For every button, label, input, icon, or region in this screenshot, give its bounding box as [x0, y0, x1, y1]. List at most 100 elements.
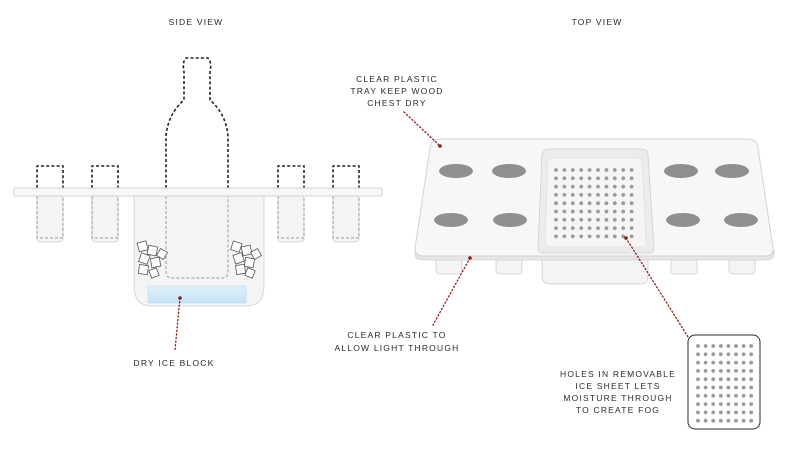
detail-hole: [696, 402, 700, 406]
ice-sheet-hole: [579, 184, 584, 189]
svg-text:CLEAR PLASTIC: CLEAR PLASTIC: [356, 74, 438, 84]
detail-hole: [718, 418, 723, 423]
ice-sheet-hole: [596, 209, 600, 214]
detail-hole: [734, 418, 738, 423]
ice-sheet-hole: [604, 176, 609, 181]
detail-hole: [718, 344, 723, 348]
detail-hole: [749, 385, 754, 390]
detail-hole: [741, 377, 746, 382]
ice-sheet-hole: [612, 176, 617, 181]
svg-text:MOISTURE THROUGH: MOISTURE THROUGH: [563, 393, 672, 403]
ice-sheet-hole: [604, 184, 609, 189]
detail-hole: [749, 402, 754, 406]
side-board: [13, 187, 383, 197]
bottle-hole-4: [493, 213, 527, 227]
side-view-title: SIDE VIEW: [169, 17, 224, 27]
light-label: CLEAR PLASTIC TO ALLOW LIGHT THROUGH: [335, 330, 460, 353]
detail-hole: [696, 360, 700, 365]
ice-sheet-hole: [554, 217, 558, 222]
ice-sheet-hole: [587, 176, 592, 181]
ice-sheet-hole: [604, 226, 609, 231]
detail-hole: [696, 344, 700, 348]
detail-hole: [741, 402, 746, 406]
side-cup-2: [91, 195, 119, 243]
detail-hole: [696, 393, 700, 398]
ice-sheet-hole: [587, 234, 592, 239]
detail-hole: [703, 385, 708, 390]
ice-sheet-hole: [554, 209, 558, 214]
bottle-hole-5: [664, 164, 698, 178]
svg-text:ALLOW LIGHT THROUGH: ALLOW LIGHT THROUGH: [335, 343, 460, 353]
ice-sheet-hole: [621, 176, 626, 181]
ice-sheet-hole: [562, 184, 567, 189]
detail-hole: [741, 385, 746, 390]
ice-sheet-hole: [596, 201, 600, 206]
detail-hole: [711, 418, 716, 423]
detail-hole: [696, 410, 700, 415]
ice-sheet-hole: [570, 234, 575, 239]
holes-leader: [625, 237, 691, 341]
ice-sheet-hole: [570, 168, 575, 172]
ice-sheet-hole: [596, 168, 600, 172]
ice-sheet-hole: [554, 234, 558, 239]
ice-sheet-hole: [604, 168, 609, 172]
ice-sheet-hole: [596, 193, 600, 197]
detail-hole: [696, 369, 700, 373]
detail-hole: [703, 418, 708, 423]
detail-hole: [726, 369, 731, 373]
detail-hole: [718, 360, 723, 365]
tray-basin: [541, 253, 649, 285]
ice-sheet-hole: [579, 176, 584, 181]
ice-sheet-hole: [587, 184, 592, 189]
ice-sheet-hole: [587, 193, 592, 197]
detail-hole: [696, 418, 700, 423]
ice-sheet-hole: [621, 234, 626, 239]
side-view: [13, 57, 383, 351]
ice-sheet-hole: [587, 209, 592, 214]
ice-sheet-hole: [604, 193, 609, 197]
ice-sheet-hole: [604, 209, 609, 214]
side-cup-3: [277, 195, 305, 243]
bottle-hole-8: [724, 213, 758, 227]
ice-sheet-hole: [612, 226, 617, 231]
svg-text:ICE SHEET LETS: ICE SHEET LETS: [575, 381, 660, 391]
detail-hole: [711, 402, 716, 406]
detail-hole: [741, 393, 746, 398]
ice-sheet-hole: [612, 209, 617, 214]
detail-hole: [734, 410, 738, 415]
detail-hole: [718, 393, 723, 398]
detail-hole: [749, 377, 754, 382]
detail-hole: [711, 352, 716, 357]
ice-sheet-holes: [554, 168, 634, 239]
detail-hole: [703, 377, 708, 382]
ice-sheet-hole: [604, 234, 609, 239]
ice-sheet-hole: [596, 234, 600, 239]
glass-outline-1: [36, 165, 64, 188]
holes-label: HOLES IN REMOVABLE ICE SHEET LETS MOISTU…: [560, 369, 675, 415]
ice-sheet-hole: [587, 201, 592, 206]
ice-sheet-hole: [554, 193, 558, 197]
ice-sheet-hole: [570, 201, 575, 206]
ice-sheet-hole: [612, 217, 617, 222]
ice-sheet-hole: [621, 209, 626, 214]
ice-sheet-hole: [570, 176, 575, 181]
detail-hole: [703, 352, 708, 357]
dry-ice-leader: [174, 297, 181, 351]
detail-hole: [718, 402, 723, 406]
ice-sheet-hole: [629, 168, 634, 172]
side-cup-4: [332, 195, 360, 243]
detail-hole: [696, 385, 700, 390]
ice-sheet-hole: [579, 226, 584, 231]
detail-hole: [734, 344, 738, 348]
ice-sheet-hole: [562, 209, 567, 214]
ice-sheet-hole: [612, 184, 617, 189]
ice-sheet-hole: [612, 201, 617, 206]
ice-sheet-hole: [570, 184, 575, 189]
svg-text:CLEAR PLASTIC TO: CLEAR PLASTIC TO: [347, 330, 446, 340]
tray-label: CLEAR PLASTIC TRAY KEEP WOOD CHEST DRY: [350, 74, 442, 108]
detail-hole: [703, 360, 708, 365]
detail-hole: [726, 360, 731, 365]
glass-outline-2: [91, 165, 119, 188]
detail-hole: [749, 418, 754, 423]
